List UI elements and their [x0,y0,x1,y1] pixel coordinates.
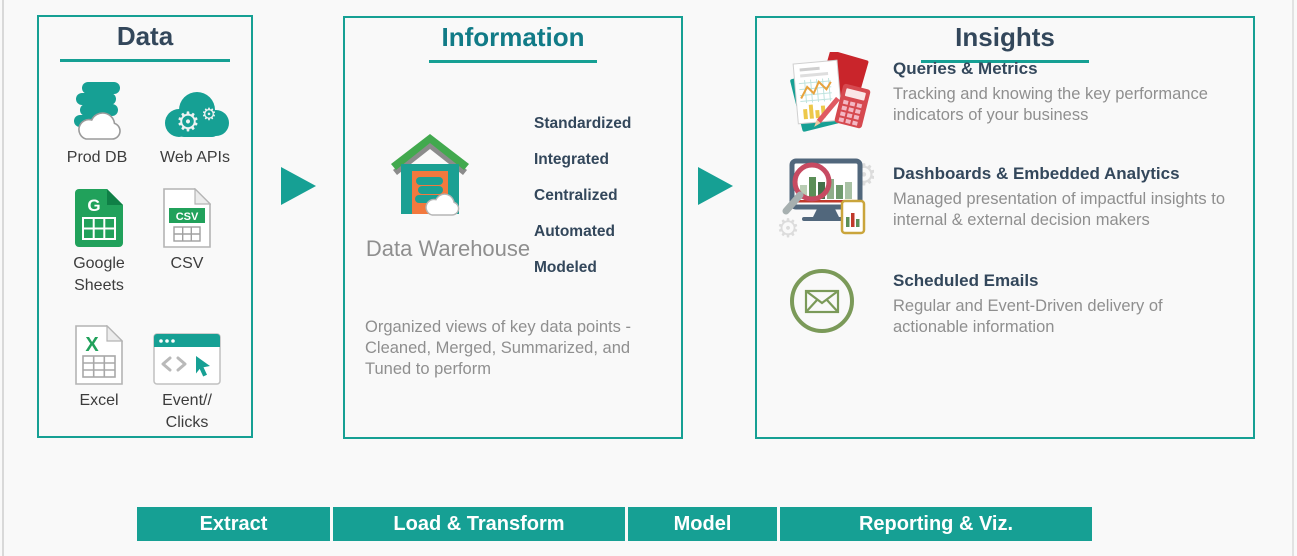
email-envelope-icon [789,268,855,334]
data-panel-title: Data [116,21,174,51]
source-csv: CSV CSV [140,186,234,275]
excel-file-icon: X [52,323,146,385]
svg-text:⚙: ⚙ [176,107,200,138]
browser-clicks-icon [140,323,234,385]
source-label: CSV [170,255,204,272]
data-title-underline [60,59,230,62]
information-title-underline [429,60,597,63]
excel-letter: X [85,334,99,356]
warehouse-icon [388,131,472,224]
arrow-right-icon [281,167,316,205]
cloud-gears-icon: ⚙ ⚙ [148,80,242,142]
source-label: Google Sheets [73,255,125,294]
information-description: Organized views of key data points - Cle… [365,318,631,378]
information-panel-title: Information [441,22,585,52]
stage-reporting-viz: Reporting & Viz. [780,507,1092,541]
source-label: Excel [79,392,119,409]
database-cloud-icon [50,80,144,142]
stage-model: Model [628,507,777,541]
csv-file-icon: CSV [140,186,234,248]
warehouse-label: Data Warehouse [365,236,531,261]
svg-text:⚙: ⚙ [201,105,216,125]
data-panel: Data Prod DB [37,15,253,438]
source-google-sheets: G Google Sheets [52,186,146,297]
source-label: Event// Clicks [162,392,212,431]
information-panel: Information Data Warehouse Standardized … [343,16,683,439]
sheets-letter: G [87,196,100,215]
source-prod-db: Prod DB [50,80,144,169]
feature-item: Modeled [534,259,597,276]
google-sheets-icon: G [52,186,146,248]
window-edge-right [1292,0,1294,556]
source-web-apis: ⚙ ⚙ Web APIs [148,80,242,169]
stage-load-transform: Load & Transform [333,507,625,541]
source-label: Web APIs [160,149,230,166]
insight-heading: Scheduled Emails [893,271,1039,290]
insight-heading: Queries & Metrics [893,59,1038,78]
feature-item: Integrated [534,151,609,168]
dashboard-magnifier-icon: ⚙ ⚙ [776,155,877,244]
insights-panel: Insights [755,16,1255,439]
feature-item: Centralized [534,187,618,204]
svg-text:⚙: ⚙ [776,214,799,239]
source-event-clicks: Event// Clicks [140,323,234,434]
source-excel: X Excel [52,323,146,412]
insight-description: Managed presentation of impactful insigh… [893,190,1226,229]
feature-item: Standardized [534,115,632,132]
insight-description: Tracking and knowing the key performance… [893,85,1208,124]
reports-calculator-icon [786,50,874,141]
csv-text: CSV [176,211,199,223]
source-label: Prod DB [66,149,128,166]
insight-description: Regular and Event-Driven delivery of act… [893,297,1163,336]
feature-list: Standardized Integrated Centralized Auto… [534,115,631,295]
feature-item: Automated [534,223,615,240]
window-edge-left [2,0,4,556]
insights-title-underline [921,60,1089,63]
arrow-right-icon [698,167,733,205]
insight-heading: Dashboards & Embedded Analytics [893,164,1180,183]
insights-panel-title: Insights [955,22,1055,52]
stage-extract: Extract [137,507,330,541]
